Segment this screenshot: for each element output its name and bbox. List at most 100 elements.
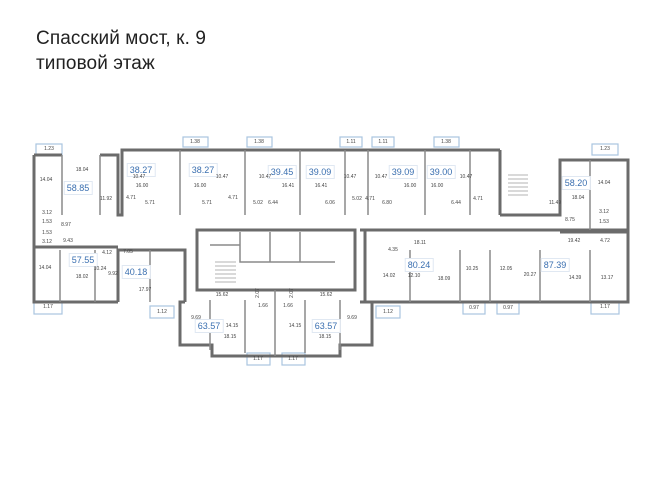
- apartment-area[interactable]: 63.57: [311, 319, 341, 333]
- room-area: 16.00: [430, 183, 444, 189]
- room-area: 19.42: [567, 238, 581, 244]
- room-area: 10.25: [465, 266, 479, 272]
- room-area: 10.47: [374, 174, 388, 180]
- room-area: 2.07: [255, 288, 261, 298]
- room-area: 1.66: [283, 303, 293, 309]
- room-area: 15.62: [215, 292, 229, 298]
- room-area: 9.69: [347, 315, 357, 321]
- room-area: 9.43: [63, 238, 73, 244]
- room-area: 4.35: [388, 247, 398, 253]
- apartment-area[interactable]: 38.27: [188, 163, 218, 177]
- room-area: 14.15: [288, 323, 302, 329]
- room-area: 5.71: [202, 200, 212, 206]
- room-area: 3.12: [599, 209, 609, 215]
- room-area: 11.92: [99, 196, 113, 202]
- page-title: Спасский мост, к. 9: [36, 28, 207, 49]
- balcony-area: 1.11: [346, 139, 356, 145]
- room-area: 18.02: [75, 274, 89, 280]
- room-area: 11.49: [548, 200, 562, 206]
- room-area: 10.47: [459, 174, 473, 180]
- room-area: 20.27: [523, 272, 537, 278]
- balcony-area: 1.17: [253, 356, 263, 362]
- apartment-area[interactable]: 87.39: [540, 258, 570, 272]
- room-area: 10.47: [215, 174, 229, 180]
- apartment-area[interactable]: 63.57: [194, 319, 224, 333]
- room-area: 14.15: [225, 323, 239, 329]
- room-area: 4.71: [473, 196, 483, 202]
- balcony-area: 1.38: [190, 139, 200, 145]
- room-area: 4.71: [365, 196, 375, 202]
- apartment-area[interactable]: 57.55: [68, 253, 98, 267]
- balcony-area: 1.38: [254, 139, 264, 145]
- apartment-area[interactable]: 39.45: [267, 165, 297, 179]
- room-area: 12.10: [407, 273, 421, 279]
- apartment-area[interactable]: 40.18: [121, 265, 151, 279]
- room-area: 15.62: [319, 292, 333, 298]
- room-area: 10.47: [343, 174, 357, 180]
- room-area: 1.53: [42, 230, 52, 236]
- room-area: 18.11: [413, 240, 427, 246]
- room-area: 16.41: [314, 183, 328, 189]
- room-area: 10.24: [93, 266, 107, 272]
- walls: [32, 148, 630, 358]
- apartment-area[interactable]: 58.20: [561, 176, 591, 190]
- balcony-area: 1.23: [44, 146, 54, 152]
- room-area: 8.97: [61, 222, 71, 228]
- room-area: 9.69: [191, 315, 201, 321]
- room-area: 12.05: [499, 266, 513, 272]
- room-area: 6.80: [382, 200, 392, 206]
- balcony-area: 1.17: [288, 356, 298, 362]
- room-area: 6.44: [268, 200, 278, 206]
- balcony-area: 1.17: [600, 304, 610, 310]
- room-area: 10.47: [258, 174, 272, 180]
- room-area: 4.71: [126, 195, 136, 201]
- balconies: [33, 136, 620, 366]
- balcony-area: 1.12: [383, 309, 393, 315]
- room-area: 8.75: [565, 217, 575, 223]
- apartment-area[interactable]: 39.09: [388, 165, 418, 179]
- balcony-area: 1.23: [600, 146, 610, 152]
- room-area: 14.04: [39, 177, 53, 183]
- room-area: 10.47: [132, 174, 146, 180]
- room-area: 16.00: [193, 183, 207, 189]
- room-area: 14.02: [382, 273, 396, 279]
- balcony-area: 0.97: [503, 305, 513, 311]
- room-area: 3.12: [42, 239, 52, 245]
- room-area: 1.66: [258, 303, 268, 309]
- apartment-area[interactable]: 58.85: [63, 181, 93, 195]
- room-area: 14.04: [38, 265, 52, 271]
- balcony-area: 0.97: [469, 305, 479, 311]
- apartment-area[interactable]: 39.09: [305, 165, 335, 179]
- room-area: 5.02: [352, 196, 362, 202]
- room-area: 18.15: [318, 334, 332, 340]
- room-area: 16.00: [135, 183, 149, 189]
- room-area: 13.17: [600, 275, 614, 281]
- room-area: 6.44: [451, 200, 461, 206]
- room-area: 14.39: [568, 275, 582, 281]
- room-area: 5.71: [145, 200, 155, 206]
- room-area: 18.09: [437, 276, 451, 282]
- room-area: 3.12: [42, 210, 52, 216]
- room-area: 1.53: [599, 219, 609, 225]
- balcony-area: 1.17: [43, 304, 53, 310]
- room-area: 7.05: [123, 249, 133, 255]
- page-subtitle: типовой этаж: [36, 53, 155, 74]
- room-area: 9.92: [108, 271, 118, 277]
- apartment-area[interactable]: 80.24: [404, 258, 434, 272]
- apartment-area[interactable]: 38.27: [126, 163, 156, 177]
- room-area: 18.04: [571, 195, 585, 201]
- stairs: [215, 174, 528, 283]
- apartment-area[interactable]: 39.00: [426, 165, 456, 179]
- room-area: 16.00: [403, 183, 417, 189]
- balcony-area: 1.12: [157, 309, 167, 315]
- room-area: 5.02: [253, 200, 263, 206]
- room-area: 18.15: [223, 334, 237, 340]
- room-area: 16.41: [281, 183, 295, 189]
- balcony-area: 1.11: [378, 139, 388, 145]
- room-area: 2.07: [289, 288, 295, 298]
- room-area: 4.71: [228, 195, 238, 201]
- room-area: 6.06: [325, 200, 335, 206]
- room-area: 18.04: [75, 167, 89, 173]
